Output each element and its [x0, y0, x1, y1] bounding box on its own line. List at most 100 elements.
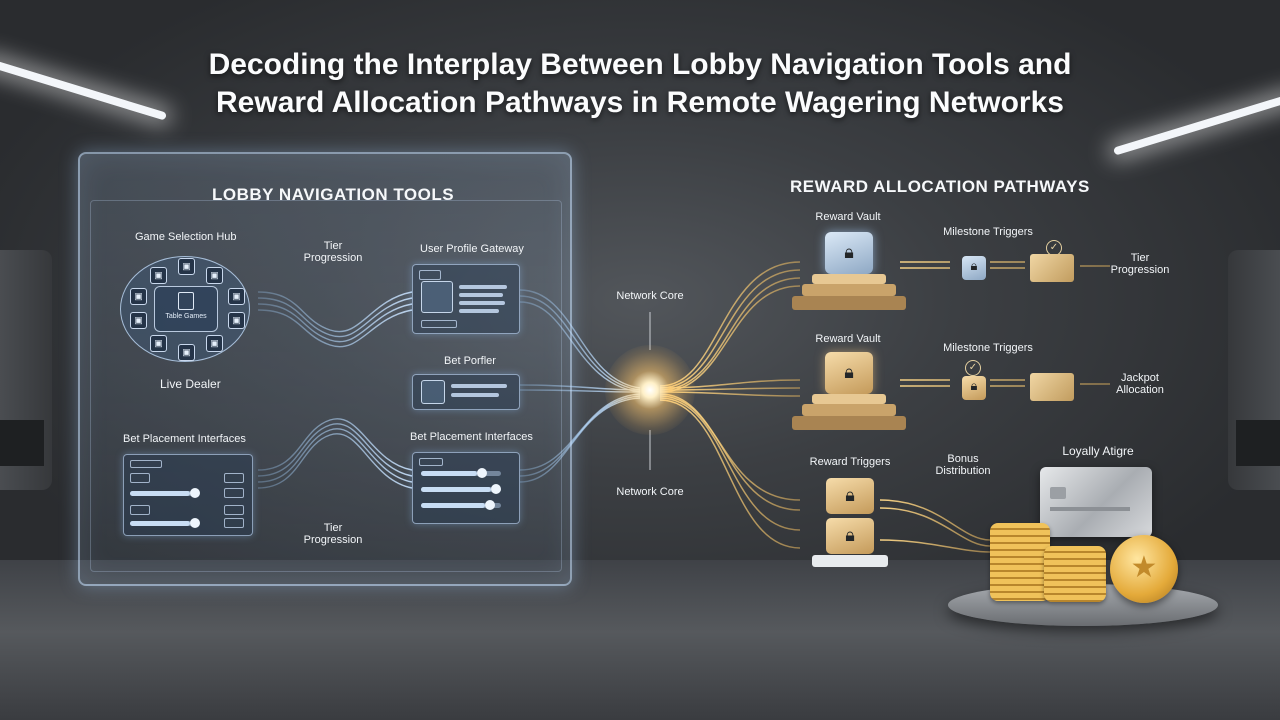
trigger-base [812, 555, 888, 567]
reward-triggers-label: Reward Triggers [809, 456, 891, 468]
lock-icon: 🔒︎ [845, 485, 855, 505]
milestone-triggers-1-label: Milestone Triggers [943, 226, 1033, 238]
bet-row-box-5 [224, 505, 244, 515]
user-avatar-icon [421, 281, 453, 313]
bet-right-slider-1[interactable] [421, 468, 501, 478]
live-dealer-label: Live Dealer [160, 377, 221, 391]
loyalty-card[interactable] [1040, 467, 1152, 537]
rewards-heading: REWARD ALLOCATION PATHWAYS [790, 177, 1090, 196]
reward-trigger-lock-1[interactable]: 🔒︎ [826, 478, 874, 514]
page-title: Decoding the Interplay Between Lobby Nav… [0, 46, 1280, 122]
lobby-navigation-panel [78, 152, 572, 586]
bet-row-box-1 [130, 473, 150, 483]
wall-panel-left [0, 420, 44, 466]
network-core-top-label: Network Core [616, 290, 684, 302]
lock-icon: 🔒︎ [970, 258, 978, 273]
hub-slot-icon-8[interactable]: ▣ [150, 335, 167, 352]
bet-placement-left-card[interactable] [123, 454, 253, 536]
bet-row-box-6 [224, 518, 244, 528]
profile-bar-1 [459, 285, 507, 289]
bet-profiler-card[interactable] [412, 374, 520, 410]
vault-step-2c [792, 416, 906, 430]
reward-vault-2[interactable]: 🔒︎ [788, 352, 912, 442]
bet-right-tag [419, 458, 443, 466]
milestone-lock-1[interactable]: 🔒︎ [962, 256, 986, 280]
tier-progression-bottom-label: Tier Progression [303, 522, 363, 546]
bonus-distribution-label: Bonus Distribution [935, 453, 991, 477]
hub-slot-icon-10[interactable]: ▣ [178, 344, 195, 361]
bet-placement-left-label: Bet Placement Interfaces [123, 433, 246, 445]
tier-progression-reward-label: Tier Progression [1110, 252, 1170, 276]
hub-center-label: Table Games [165, 313, 207, 320]
lobby-connector-lines [257, 289, 641, 489]
bet-profiler-bar-2 [451, 393, 499, 397]
lobby-inner-frame [90, 200, 562, 572]
reward-vault-2-label: Reward Vault [815, 333, 881, 345]
network-core-bottom-label: Network Core [616, 486, 684, 498]
title-line-2: Reward Allocation Pathways in Remote Wag… [216, 86, 1064, 119]
vault-step-1b [802, 284, 896, 296]
hub-slot-icon-9[interactable]: ▣ [206, 335, 223, 352]
bet-placement-right-card[interactable] [412, 452, 520, 524]
lock-icon: 🔒︎ [844, 362, 854, 382]
lobby-heading: LOBBY NAVIGATION TOOLS [212, 185, 455, 204]
reward-trigger-lock-2[interactable]: 🔒︎ [826, 518, 874, 554]
vault-step-1a [812, 274, 886, 284]
table-game-icon [178, 292, 194, 310]
coin-stack-2 [1044, 546, 1106, 602]
tier-progression-top-label: Tier Progression [303, 240, 363, 264]
bet-row-box-4 [130, 505, 150, 515]
jackpot-allocation-label: Jackpot Allocation [1116, 372, 1164, 396]
hub-slot-icon-5[interactable]: ▣ [228, 288, 245, 305]
profile-bar-3 [459, 301, 505, 305]
bet-profiler-label: Bet Porfler [444, 355, 496, 367]
lock-icon: 🔒︎ [844, 242, 854, 262]
user-profile-gateway-card[interactable] [412, 264, 520, 334]
milestone-triggers-2-label: Milestone Triggers [943, 342, 1033, 354]
hub-slot-icon-1[interactable]: ▣ [178, 258, 195, 275]
vault-step-2b [802, 404, 896, 416]
hub-center-icon[interactable]: Table Games [154, 286, 218, 332]
bet-slider-2[interactable] [130, 518, 200, 528]
bet-profiler-bar-1 [451, 384, 507, 388]
profile-tag [419, 270, 441, 280]
bet-panel-tag [130, 460, 162, 468]
bet-placement-right-label: Bet Placement Interfaces [410, 431, 533, 443]
hub-slot-icon-2[interactable]: ▣ [150, 267, 167, 284]
credit-card-icon [1030, 254, 1074, 282]
bet-row-box-3 [224, 488, 244, 498]
bettor-avatar-icon [421, 380, 445, 404]
profile-bar-2 [459, 293, 503, 297]
bet-right-slider-2[interactable] [421, 484, 501, 494]
profile-bar-4 [459, 309, 499, 313]
loyalty-label: Loyally Atigre [1062, 444, 1134, 458]
bet-right-slider-3[interactable] [421, 500, 501, 510]
hub-slot-icon-3[interactable]: ▣ [206, 267, 223, 284]
star-coin-icon: ★ [1110, 535, 1178, 603]
card-chip-icon [1050, 487, 1066, 499]
vault-step-1c [792, 296, 906, 310]
credit-card-icon [1030, 373, 1074, 401]
bet-slider-1[interactable] [130, 488, 200, 498]
game-selection-hub-label: Game Selection Hub [135, 231, 237, 243]
title-line-1: Decoding the Interplay Between Lobby Nav… [208, 48, 1072, 81]
milestone-lock-2[interactable]: 🔒︎ [962, 376, 986, 400]
card-number-strip [1050, 507, 1130, 511]
network-core-glow [605, 345, 695, 435]
vault-step-2a [812, 394, 886, 404]
vault-cube-1: 🔒︎ [825, 232, 873, 274]
user-profile-gateway-label: User Profile Gateway [420, 243, 524, 255]
coin-stack-1 [990, 523, 1050, 601]
lock-icon: 🔒︎ [970, 378, 978, 393]
bet-row-box-2 [224, 473, 244, 483]
hub-slot-icon-6[interactable]: ▣ [130, 312, 147, 329]
reward-vault-1-label: Reward Vault [815, 211, 881, 223]
hub-slot-icon-4[interactable]: ▣ [130, 288, 147, 305]
hub-slot-icon-7[interactable]: ▣ [228, 312, 245, 329]
reward-vault-1[interactable]: 🔒︎ [788, 232, 912, 322]
vault-cube-2: 🔒︎ [825, 352, 873, 394]
lock-icon: 🔒︎ [845, 525, 855, 545]
check-icon: ✓ [965, 360, 981, 376]
profile-footer [421, 320, 457, 328]
